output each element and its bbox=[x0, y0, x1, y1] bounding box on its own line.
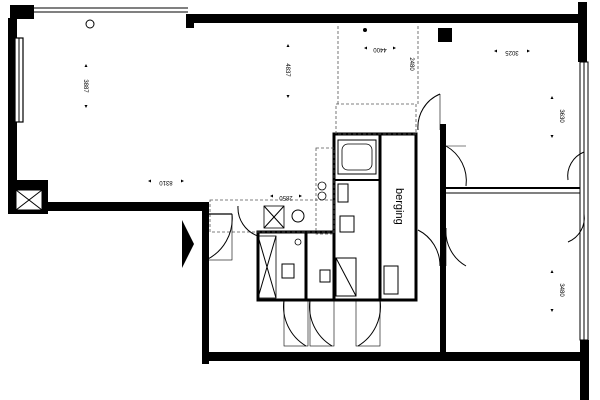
stove-burner-1 bbox=[317, 181, 327, 191]
wall-bottom bbox=[202, 352, 582, 361]
toilet-block bbox=[256, 230, 336, 302]
stove-burner-2 bbox=[317, 191, 327, 201]
door-kitchen bbox=[237, 205, 259, 237]
door-balcony-2 bbox=[567, 213, 585, 243]
wall-vertical-right bbox=[440, 124, 446, 354]
wall-living-bottom bbox=[48, 202, 208, 211]
wall-lower-left bbox=[202, 202, 209, 364]
entrance-arrow-icon bbox=[182, 220, 194, 268]
door-bedroom bbox=[445, 227, 467, 267]
dim-right-top-height: 3630 bbox=[558, 109, 564, 123]
dim-right-top-width: 3025 bbox=[505, 49, 519, 55]
wall-top bbox=[186, 14, 582, 23]
door-berging bbox=[417, 229, 441, 267]
dim-living-mid-height: 4837 bbox=[284, 63, 290, 77]
door-right-mid bbox=[445, 145, 467, 187]
dim-living-height: 3887 bbox=[82, 79, 88, 93]
wall-right-bottom bbox=[580, 340, 589, 400]
door-bottom-1 bbox=[283, 299, 309, 347]
dim-top-width: 4400 bbox=[373, 46, 387, 52]
door-balcony-1 bbox=[567, 151, 585, 181]
sink bbox=[339, 215, 355, 233]
wall-right-top bbox=[578, 2, 587, 62]
door-right-top bbox=[417, 93, 441, 131]
dim-living-width: 8310 bbox=[159, 179, 173, 185]
exterior-walls bbox=[8, 2, 589, 400]
fixtures bbox=[85, 19, 399, 297]
door-bottom-2 bbox=[309, 299, 335, 347]
wall-left bbox=[8, 18, 17, 200]
washing-machine bbox=[335, 257, 357, 297]
washbasin bbox=[319, 269, 331, 283]
doors bbox=[205, 93, 585, 347]
dim-top-height: 2480 bbox=[408, 57, 414, 71]
toilet bbox=[281, 263, 295, 279]
shower-tray bbox=[337, 183, 349, 203]
boiler bbox=[383, 265, 399, 295]
kitchen-sink bbox=[291, 209, 305, 223]
wall-corner-top-left bbox=[10, 5, 34, 19]
door-bottom-3 bbox=[355, 299, 381, 347]
column-top bbox=[438, 28, 452, 42]
bathtub bbox=[337, 139, 377, 175]
dim-right-bottom-height: 3480 bbox=[558, 283, 564, 297]
room-label-storage: berging bbox=[393, 188, 405, 225]
dim-corridor-width: 2850 bbox=[279, 194, 293, 200]
door-entrance bbox=[205, 213, 233, 261]
interior-walls bbox=[209, 26, 580, 354]
dimension-labels: 3887 4837 4400 2480 8310 2850 3025 3630 … bbox=[82, 44, 564, 312]
